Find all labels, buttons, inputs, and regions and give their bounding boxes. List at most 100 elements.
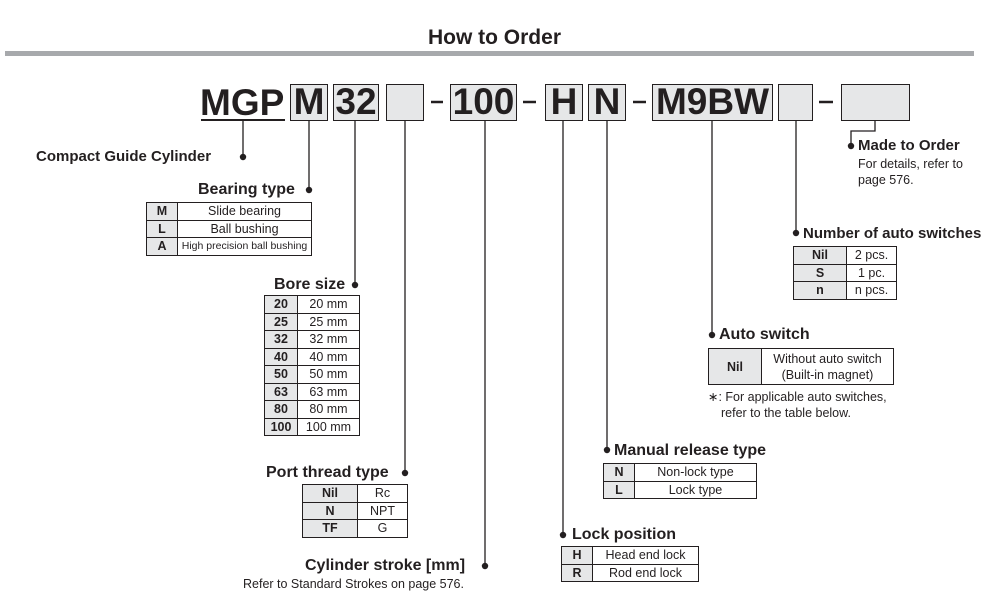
option-value: Rc [357, 484, 408, 503]
prefix-underline [201, 119, 285, 121]
option-key: S [793, 263, 847, 282]
port-thread-heading: Port thread type [266, 464, 389, 481]
code-box-manual: N [588, 83, 626, 121]
code-box-bearing: M [290, 83, 328, 121]
auto-switch-value: Without auto switch [773, 351, 882, 366]
option-value: 1 pc. [846, 263, 897, 282]
option-value: 40 mm [297, 347, 360, 366]
code-box-port [386, 84, 424, 121]
num-switches-heading: Number of auto switches [803, 225, 982, 242]
option-key: 32 [264, 330, 298, 349]
option-key: H [561, 546, 593, 565]
option-value: n pcs. [846, 281, 897, 300]
dot-bore [351, 281, 359, 289]
dot-num-switches [792, 229, 800, 237]
option-key: 63 [264, 382, 298, 401]
option-key: R [561, 563, 593, 582]
option-value: NPT [357, 501, 408, 520]
option-value: Rod end lock [592, 563, 699, 582]
manual-release-heading: Manual release type [614, 442, 767, 459]
option-key: 40 [264, 347, 298, 366]
option-value: High precision ball bushing [177, 237, 312, 256]
option-key: Nil [793, 246, 847, 265]
option-value: 25 mm [297, 312, 360, 331]
option-key: 25 [264, 312, 298, 331]
auto-switch-note: ∗: For applicable auto switches, [708, 390, 887, 404]
option-key: TF [302, 519, 358, 538]
option-key: 50 [264, 365, 298, 384]
option-value: Ball bushing [177, 219, 312, 238]
option-value: G [357, 519, 408, 538]
dot-stroke [481, 562, 489, 570]
code-box-bore: 32 [333, 83, 379, 121]
dot-made-to-order [847, 142, 855, 150]
option-key: N [603, 463, 635, 482]
dot-port [401, 469, 409, 477]
option-value: 63 mm [297, 382, 360, 401]
lock-position-heading: Lock position [572, 526, 676, 543]
code-box-switch-count [778, 84, 813, 121]
option-value: Without auto switch (Built-in magnet) [761, 348, 894, 385]
dot-compact-guide [239, 153, 247, 161]
dot-bearing [305, 186, 313, 194]
auto-switch-table: Nil Without auto switch (Built-in magnet… [708, 348, 894, 385]
option-value: Slide bearing [177, 202, 312, 221]
bearing-type-heading: Bearing type [198, 181, 295, 198]
option-value: 100 mm [297, 417, 360, 436]
option-key: M [146, 202, 178, 221]
option-key: 80 [264, 400, 298, 419]
bore-size-heading: Bore size [274, 276, 346, 293]
option-key: Nil [302, 484, 358, 503]
option-value: Head end lock [592, 546, 699, 565]
option-key: n [793, 281, 847, 300]
option-key: Nil [708, 348, 762, 385]
table-row: Nil Without auto switch (Built-in magnet… [708, 348, 894, 385]
title-rule [5, 51, 974, 56]
made-to-order-note: For details, refer to [858, 157, 963, 171]
code-box-made-to-order [841, 84, 910, 121]
option-key: 100 [264, 417, 298, 436]
code-prefix: MGP [200, 82, 285, 123]
compact-guide-label: Compact Guide Cylinder [36, 148, 212, 165]
dot-manual [603, 446, 611, 454]
option-key: L [603, 480, 635, 499]
dot-switch [708, 331, 716, 339]
option-value: 20 mm [297, 295, 360, 314]
auto-switch-heading: Auto switch [719, 326, 810, 343]
code-box-stroke: 100 [450, 83, 517, 121]
option-key: N [302, 501, 358, 520]
option-value: Lock type [634, 480, 757, 499]
stroke-heading: Cylinder stroke [mm] [305, 557, 466, 574]
made-to-order-note: page 576. [858, 173, 914, 187]
stroke-note: Refer to Standard Strokes on page 576. [243, 577, 464, 591]
code-box-switch: M9BW [652, 83, 773, 121]
page-title: How to Order [427, 26, 561, 49]
option-key: A [146, 237, 178, 256]
dot-lock [559, 531, 567, 539]
option-value: 32 mm [297, 330, 360, 349]
